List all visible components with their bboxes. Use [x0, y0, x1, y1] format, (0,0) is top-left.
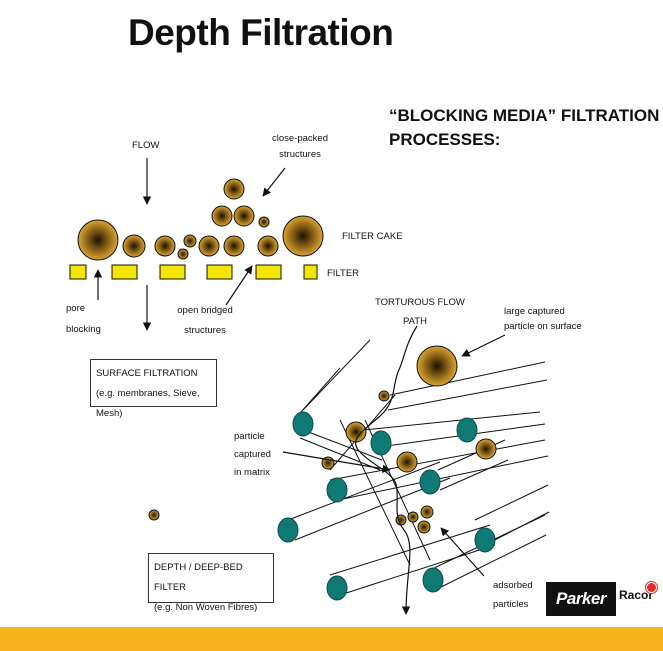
fiber-end: [419, 469, 441, 495]
open-bridged-label: open bridged: [177, 305, 233, 316]
filter-segment: [159, 264, 186, 280]
particle: [154, 235, 176, 257]
adsorbed-arrow: [440, 527, 485, 577]
fiber-end: [292, 411, 314, 437]
particle: [177, 248, 189, 260]
particle: [257, 235, 279, 257]
depth-filter-particles: [148, 345, 497, 534]
filter-segment: [255, 264, 282, 280]
particle: [475, 438, 497, 460]
particle: [378, 390, 390, 402]
adsorbed-label: adsorbed: [493, 580, 533, 591]
particle: [396, 451, 418, 473]
structures-bottom-label: structures: [184, 325, 226, 336]
particle: [417, 520, 431, 534]
depth-filter-title: DEPTH / DEEP-BED FILTER: [154, 562, 243, 593]
structures-top-label: structures: [279, 149, 321, 160]
particle: [282, 215, 324, 257]
fiber: [439, 459, 509, 491]
particle: [420, 505, 434, 519]
in-matrix-label: in matrix: [234, 467, 270, 478]
fiber: [299, 437, 381, 471]
particle-on-surface-label: particle on surface: [504, 321, 582, 332]
particle-label: particle: [234, 431, 265, 442]
surface-filtration-subtitle: (e.g. membranes, Sieve, Mesh): [96, 388, 200, 419]
matrix-arrow: [282, 451, 391, 473]
particle: [407, 511, 419, 523]
filter-segment: [206, 264, 233, 280]
racor-logo-text: Racor: [619, 588, 654, 602]
particle: [416, 345, 458, 387]
section-heading: “BLOCKING MEDIA” FILTRATION PROCESSES:: [389, 106, 660, 149]
blocking-label: blocking: [66, 324, 101, 335]
particle: [223, 235, 245, 257]
fiber-end: [422, 567, 444, 593]
fiber-end: [326, 477, 348, 503]
fiber: [339, 544, 496, 596]
close-packed-arrow: [262, 167, 286, 197]
surface-filtration-box: SURFACE FILTRATION (e.g. membranes, Siev…: [90, 359, 217, 419]
fiber-end: [277, 517, 299, 543]
bottom-bar: [0, 627, 663, 651]
surface-arrows: [93, 158, 286, 331]
parker-racor-logo: Parker Racor: [546, 582, 658, 616]
fiber: [434, 534, 547, 591]
flow-label: FLOW: [132, 140, 160, 151]
particles-label: particles: [493, 599, 529, 610]
close-packed-label: close-packed: [272, 133, 328, 144]
fiber: [339, 419, 411, 566]
pore-label: pore: [66, 303, 86, 314]
large-captured-arrow: [461, 334, 506, 357]
tortuous-flow-label: TORTUROUS FLOW: [375, 297, 465, 308]
particle: [223, 178, 245, 200]
fiber: [484, 511, 550, 546]
filter-segment: [69, 264, 87, 280]
particle: [211, 205, 233, 227]
particle: [233, 205, 255, 227]
fiber-end: [456, 417, 478, 443]
filter-segment: [303, 264, 318, 280]
filter-layer: [69, 264, 318, 280]
depth-filter-box: DEPTH / DEEP-BED FILTER (e.g. Non Woven …: [148, 553, 274, 613]
particle: [122, 234, 146, 258]
depth-filter-subtitle: (e.g. Non Woven Fibres): [154, 602, 258, 613]
fiber: [474, 484, 549, 521]
particle: [148, 509, 160, 521]
fiber: [387, 379, 548, 411]
particle: [258, 216, 270, 228]
particle: [77, 219, 119, 261]
particle: [198, 235, 220, 257]
fiber: [297, 427, 383, 461]
large-captured-label: large captured: [504, 306, 565, 317]
logo-dot-icon: [646, 582, 657, 593]
parker-logo-mark: Parker: [546, 582, 616, 616]
fiber-end: [326, 575, 348, 601]
fiber: [302, 339, 371, 411]
filter-segment: [111, 264, 138, 280]
fiber: [287, 461, 441, 521]
captured-label: captured: [234, 449, 271, 460]
fiber: [337, 455, 549, 501]
open-bridged-arrow: [225, 265, 253, 306]
filter-label: FILTER: [327, 268, 360, 279]
surface-filtration-title: SURFACE FILTRATION: [96, 368, 198, 379]
particle: [183, 234, 197, 248]
fiber-end: [370, 430, 392, 456]
filter-cake-label: FILTER CAKE: [342, 231, 403, 242]
fiber-end: [474, 527, 496, 553]
page-title: Depth Filtration: [128, 12, 394, 53]
fiber: [389, 361, 546, 396]
tortuous-flow-path: [354, 325, 418, 615]
path-label: PATH: [403, 316, 427, 327]
depth-arrows: [282, 334, 506, 577]
filter-cake-particles: [77, 178, 324, 261]
fiber: [363, 411, 541, 431]
